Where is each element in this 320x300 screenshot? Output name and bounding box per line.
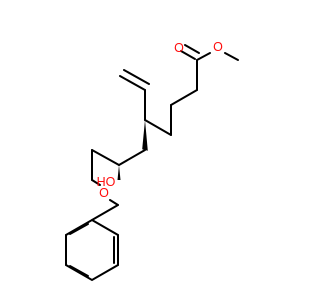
bond-ome bbox=[224, 52, 239, 61]
bond-ch2-o bbox=[91, 179, 101, 186]
bond-carbonyl-1 bbox=[180, 50, 196, 60]
atom-label-carbonyl-oxygen: O bbox=[174, 41, 184, 55]
bond-ester-c-o-single bbox=[196, 52, 211, 61]
benzene-double-2 bbox=[69, 265, 89, 277]
bond-ch2-carbinol bbox=[91, 149, 120, 166]
bond-hydroxyl-wedge bbox=[117, 165, 121, 180]
atom-label-benzyl-ether-oxygen: O bbox=[99, 186, 109, 200]
structure-drawing: O O HO O bbox=[65, 40, 239, 282]
atom-label-ester-oxygen: O bbox=[213, 40, 223, 54]
bond-methyl-wedge bbox=[142, 120, 148, 151]
atom-label-hydroxyl: HO bbox=[97, 175, 116, 189]
benzene-ring bbox=[65, 218, 119, 282]
bond-c5-c6 bbox=[144, 119, 172, 136]
molecule-diagram: O O HO O bbox=[65, 40, 239, 282]
bond-c5-ch2 bbox=[118, 149, 146, 166]
bond-carbonyl-2 bbox=[184, 44, 200, 54]
bond-vinyl-double-2 bbox=[123, 69, 150, 85]
bond-o-ch2ph bbox=[109, 199, 119, 206]
benzene-double-3 bbox=[69, 223, 89, 235]
bond-vinyl-double-1 bbox=[119, 75, 146, 91]
bond-ch2-phenyl bbox=[91, 204, 119, 221]
bond-c3-c4 bbox=[170, 89, 198, 106]
